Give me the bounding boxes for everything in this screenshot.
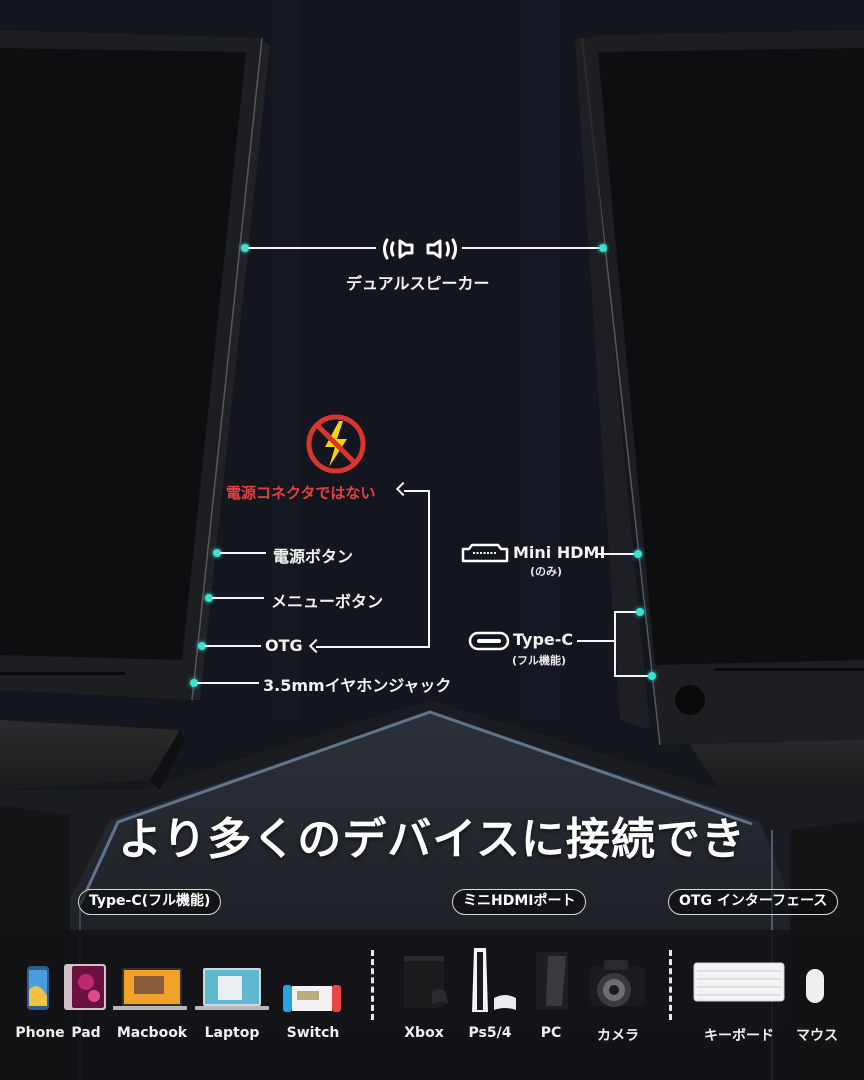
device-macbook-label: Macbook bbox=[116, 1025, 188, 1041]
type-c-label: Type-C bbox=[513, 630, 574, 649]
hdmi-port-icon bbox=[461, 543, 509, 563]
speaker-label: デュアルスピーカー bbox=[346, 274, 490, 293]
usb-c-port-icon bbox=[468, 631, 510, 651]
type-c-sub-label: (フル機能) bbox=[512, 654, 567, 667]
headline: より多くのデバイスに接続でき bbox=[118, 814, 746, 865]
mouse-icon bbox=[806, 969, 824, 1003]
phone-icon bbox=[27, 966, 49, 1010]
otg-line bbox=[205, 645, 261, 647]
mini-hdmi-sub-label: (のみ) bbox=[530, 565, 563, 578]
type-c-upper-line bbox=[614, 611, 639, 613]
dual-speaker-icon bbox=[383, 238, 457, 260]
ps5-icon bbox=[472, 948, 516, 1012]
speaker-right-line bbox=[462, 247, 602, 249]
warning-arrow-top bbox=[404, 490, 430, 492]
category-type-c: Type-C(フル機能) bbox=[78, 889, 222, 915]
device-keyboard-label: キーボード bbox=[704, 1028, 774, 1044]
device-mouse-label: マウス bbox=[796, 1028, 838, 1044]
menu-button-dot bbox=[205, 594, 213, 602]
type-c-lower-line bbox=[614, 675, 650, 677]
menu-button-line bbox=[212, 597, 264, 599]
type-c-bracket bbox=[614, 611, 616, 676]
separator-1 bbox=[371, 950, 374, 1020]
earphone-jack-dot bbox=[190, 679, 198, 687]
device-camera-label: カメラ bbox=[597, 1028, 639, 1044]
power-button-dot bbox=[213, 549, 221, 557]
device-ps-label: Ps5/4 bbox=[468, 1025, 512, 1041]
earphone-jack-line bbox=[197, 682, 259, 684]
device-pad-label: Pad bbox=[71, 1025, 101, 1041]
category-mini-hdmi: ミニHDMIポート bbox=[452, 889, 587, 915]
device-switch-label: Switch bbox=[286, 1025, 340, 1041]
switch-icon bbox=[283, 985, 341, 1012]
type-c-lower-dot bbox=[648, 672, 656, 680]
not-power-connector-label: 電源コネクタではない bbox=[226, 484, 376, 502]
no-power-icon bbox=[306, 414, 366, 474]
device-xbox-label: Xbox bbox=[404, 1025, 444, 1041]
device-laptop-label: Laptop bbox=[204, 1025, 260, 1041]
mini-hdmi-label: Mini HDMI bbox=[513, 543, 606, 562]
speaker-left-line bbox=[248, 247, 376, 249]
xbox-icon bbox=[404, 956, 448, 1008]
pc-icon bbox=[536, 952, 568, 1010]
macbook-icon bbox=[113, 968, 187, 1010]
keyboard-icon bbox=[693, 962, 785, 1002]
device-phone-label: Phone bbox=[15, 1025, 65, 1041]
speaker-right-dot bbox=[599, 244, 607, 252]
otg-label: OTG bbox=[265, 636, 303, 655]
mini-hdmi-dot bbox=[634, 550, 642, 558]
category-otg: OTG インターフェース bbox=[668, 889, 839, 915]
device-pc-label: PC bbox=[540, 1025, 562, 1041]
laptop-icon bbox=[195, 968, 269, 1010]
camera-icon bbox=[590, 960, 646, 1007]
earphone-jack-label: 3.5mmイヤホンジャック bbox=[263, 676, 452, 695]
speaker-left-dot bbox=[241, 244, 249, 252]
otg-dot bbox=[198, 642, 206, 650]
otg-arrow-line bbox=[316, 646, 430, 648]
separator-2 bbox=[669, 950, 672, 1020]
power-button-label: 電源ボタン bbox=[273, 547, 354, 566]
warning-bracket-vertical bbox=[428, 490, 430, 648]
type-c-upper-dot bbox=[636, 608, 644, 616]
power-button-line bbox=[220, 552, 266, 554]
menu-button-label: メニューボタン bbox=[271, 592, 384, 611]
tablet-icon bbox=[64, 964, 106, 1010]
type-c-line bbox=[577, 640, 616, 642]
mini-hdmi-line bbox=[596, 553, 636, 555]
